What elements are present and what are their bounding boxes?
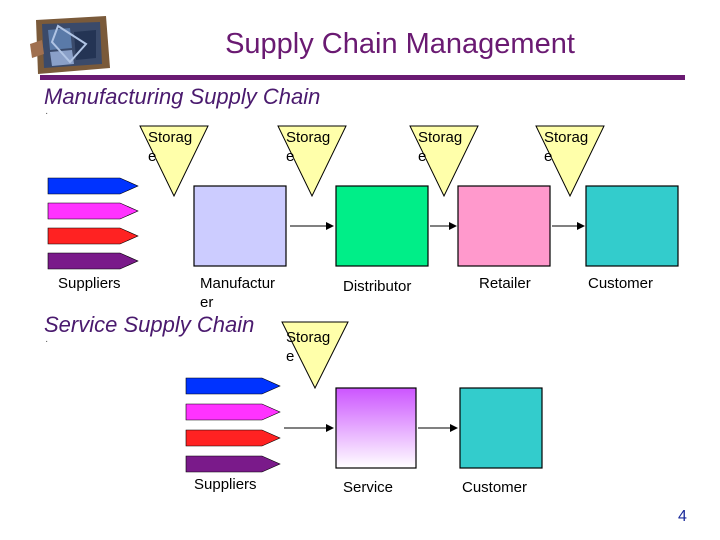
service-supplier-arrow-3 xyxy=(185,429,281,447)
title-divider xyxy=(40,75,685,80)
customer-label: Customer xyxy=(588,275,654,292)
storage-label-3: Storag e xyxy=(418,129,463,165)
supplier-arrow-3 xyxy=(47,227,139,245)
retailer-box xyxy=(457,185,551,267)
supplier-arrow-4 xyxy=(47,252,139,270)
service-storage-label: Storag e xyxy=(286,329,331,365)
page-title: Supply Chain Management xyxy=(225,28,575,60)
supplier-arrow-1 xyxy=(47,177,139,195)
distributor-box xyxy=(335,185,429,267)
service-box xyxy=(335,387,417,469)
service-customer-label: Customer xyxy=(462,479,528,496)
manufacturer-box xyxy=(193,185,287,267)
storage-triangle-1 xyxy=(139,125,209,198)
storage-label-2: Storag e xyxy=(286,129,331,165)
customer-box xyxy=(585,185,679,267)
service-heading: Service Supply Chain xyxy=(44,312,255,337)
service-supplier-arrow-4 xyxy=(185,455,281,473)
page-number: 4 xyxy=(678,508,687,525)
service-supplier-arrow-1 xyxy=(185,377,281,395)
service-label: Service xyxy=(343,479,394,496)
service-bullet: · xyxy=(45,336,49,347)
manufacturing-bullet: · xyxy=(45,108,49,119)
manufacturer-label: Manufactur er xyxy=(200,275,276,311)
service-supplier-arrow-2 xyxy=(185,403,281,421)
storage-triangle-2 xyxy=(277,125,347,198)
supplier-arrow-2 xyxy=(47,202,139,220)
suppliers-label: Suppliers xyxy=(58,275,121,292)
storage-label-4: Storag e xyxy=(544,129,589,165)
retailer-label: Retailer xyxy=(479,275,531,292)
distributor-label: Distributor xyxy=(343,278,412,295)
service-suppliers-label: Suppliers xyxy=(194,476,257,493)
service-storage-triangle xyxy=(281,321,349,390)
service-customer-box xyxy=(459,387,543,469)
manufacturing-heading: Manufacturing Supply Chain xyxy=(44,84,321,109)
storage-triangle-3 xyxy=(409,125,479,198)
storage-label-1: Storag e xyxy=(148,129,193,165)
logo-image xyxy=(30,16,110,74)
storage-triangle-4 xyxy=(535,125,605,198)
